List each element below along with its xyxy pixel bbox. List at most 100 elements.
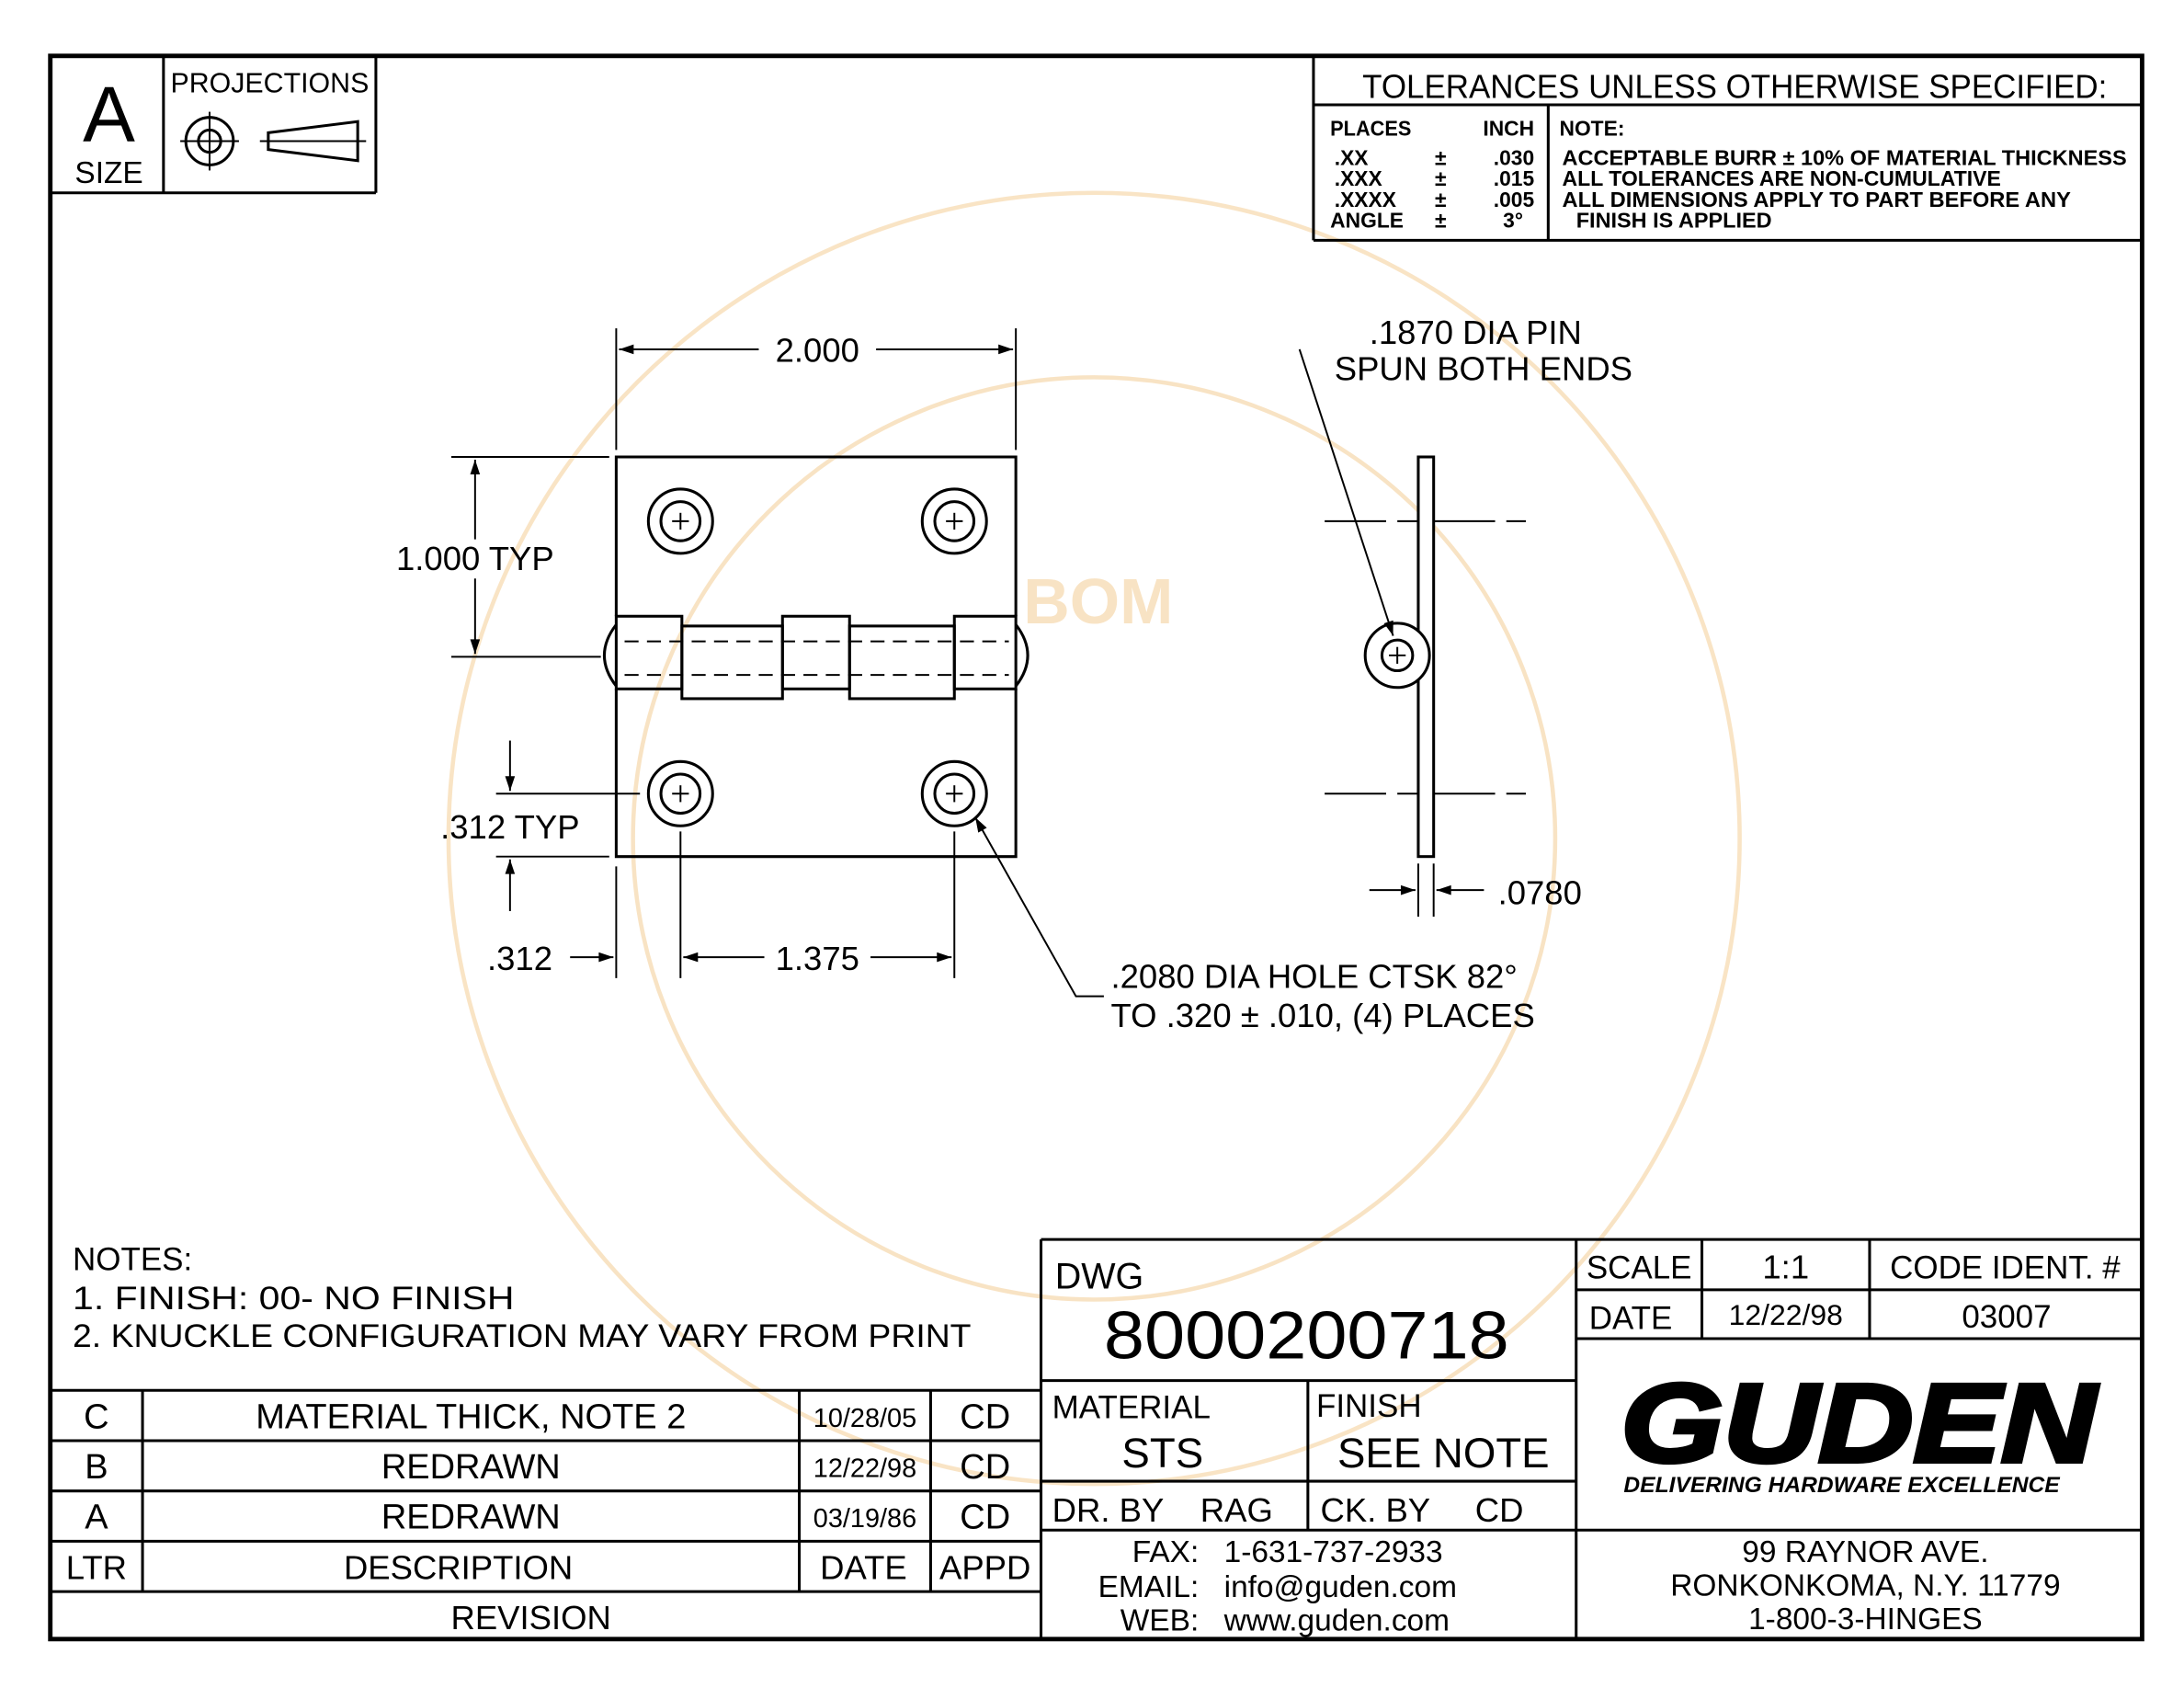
tolerance-note: ALL TOLERANCES ARE NON-CUMULATIVE <box>1563 166 2001 190</box>
date-value: 12/22/98 <box>1729 1298 1843 1331</box>
border-frame <box>48 53 2144 1642</box>
size-label: SIZE <box>74 156 142 190</box>
dimension-text: .312 TYP <box>440 808 579 846</box>
revision-header-date: DATE <box>820 1548 907 1586</box>
dimension-hole-spacing: .312 1.375 <box>487 831 956 978</box>
countersunk-hole <box>646 487 714 555</box>
notes: NOTES: 1. FINISH: 00- NO FINISH 2. KNUCK… <box>73 1242 971 1355</box>
drawn-by-label: DR. BY <box>1052 1491 1165 1529</box>
projections-label: PROJECTIONS <box>170 67 369 98</box>
scale-value: 1:1 <box>1762 1249 1809 1286</box>
contact-label: FAX: <box>1132 1535 1199 1569</box>
note-item: 1. FINISH: 00- NO FINISH <box>73 1281 514 1317</box>
tolerance-places: .XXXX <box>1335 188 1396 211</box>
callout-text: TO .320 ± .010, (4) PLACES <box>1111 997 1535 1034</box>
revision-date: 12/22/98 <box>813 1454 916 1484</box>
address-line: 99 RAYNOR AVE. <box>1742 1535 1988 1569</box>
inch-header: INCH <box>1483 116 1534 140</box>
knuckle-segment <box>680 624 784 701</box>
hinge-side-view <box>1325 455 1527 859</box>
contact-value: info@guden.com <box>1224 1570 1457 1604</box>
leader-line <box>974 816 1104 998</box>
title-block: DWG 8000200718 SCALE 1:1 CODE IDENT. # D… <box>1039 1237 2143 1639</box>
company-logo: GUDEN DELIVERING HARDWARE EXCELLENCE <box>1619 1359 2100 1499</box>
revision-description: MATERIAL THICK, NOTE 2 <box>256 1397 686 1436</box>
callout-text: .1870 DIA PIN <box>1370 314 1582 351</box>
finish-label: FINISH <box>1316 1388 1422 1424</box>
contact-label: WEB: <box>1120 1604 1199 1638</box>
pin-profile <box>1380 638 1415 673</box>
tolerance-note: FINISH IS APPLIED <box>1576 209 1772 233</box>
projection-cone-icon <box>259 120 367 163</box>
dimension-text: .0780 <box>1498 873 1582 911</box>
countersunk-hole <box>646 759 714 827</box>
dwg-number: 8000200718 <box>1104 1298 1509 1373</box>
watermark-outer-ring <box>446 190 1742 1487</box>
callout-text: .2080 DIA HOLE CTSK 82° <box>1111 958 1518 996</box>
revision-date: 03/19/86 <box>813 1504 916 1534</box>
revision-header-ltr: LTR <box>66 1548 127 1586</box>
revision-approver: CD <box>960 1499 1010 1537</box>
revision-title: REVISION <box>451 1599 611 1637</box>
material-label: MATERIAL <box>1052 1390 1211 1426</box>
code-ident-value: 03007 <box>1962 1299 2051 1335</box>
size-letter: A <box>83 72 135 159</box>
watermark-badge: BOM <box>1023 565 1173 637</box>
dimension-overall-width: 2.000 <box>615 328 1018 451</box>
dimension-thickness: .0780 <box>1369 863 1582 918</box>
revision-approver: CD <box>960 1397 1010 1436</box>
dimension-text: 1.375 <box>776 940 859 977</box>
contact-label: EMAIL: <box>1098 1570 1200 1604</box>
date-label: DATE <box>1589 1300 1673 1336</box>
projection-circle-icon <box>180 111 239 171</box>
pin-end-right <box>1014 623 1029 688</box>
watermark-inner-ring <box>631 375 1558 1302</box>
contact-value: 1-631-737-2933 <box>1224 1535 1443 1569</box>
tolerance-value: .005 <box>1494 188 1535 211</box>
dimension-leaf-height: 1.000 TYP <box>396 456 609 658</box>
logo-wordmark: GUDEN <box>1621 1361 2098 1486</box>
notes-title: NOTES: <box>73 1242 192 1278</box>
dimension-text: .312 <box>487 940 552 977</box>
size-block: A SIZE PROJECTIONS <box>50 55 378 195</box>
tolerances-block: TOLERANCES UNLESS OTHERWISE SPECIFIED: P… <box>1312 55 2143 242</box>
revision-description: REDRAWN <box>381 1448 561 1487</box>
tolerance-sign: ± <box>1435 209 1447 233</box>
hole-callout: .2080 DIA HOLE CTSK 82° TO .320 ± .010, … <box>974 816 1535 1034</box>
places-header: PLACES <box>1330 116 1411 140</box>
revision-date: 10/28/05 <box>813 1404 916 1433</box>
tolerances-title: TOLERANCES UNLESS OTHERWISE SPECIFIED: <box>1362 67 2107 105</box>
tolerance-value: .030 <box>1494 145 1534 169</box>
knuckle-segment <box>780 614 851 690</box>
revision-letter: C <box>84 1397 108 1436</box>
tolerance-sign: ± <box>1435 188 1447 211</box>
code-ident-label: CODE IDENT. # <box>1890 1250 2121 1286</box>
top-leaf-outline <box>614 455 1018 617</box>
tolerance-value: .015 <box>1494 166 1535 190</box>
pin-callout: .1870 DIA PIN SPUN BOTH ENDS <box>1298 314 1632 636</box>
tolerance-note: ALL DIMENSIONS APPLY TO PART BEFORE ANY <box>1563 188 2071 211</box>
leader-line <box>1298 348 1394 636</box>
tolerance-places: .XX <box>1335 145 1369 169</box>
dwg-label: DWG <box>1055 1256 1144 1296</box>
address-line: RONKONKOMA, N.Y. 11779 <box>1670 1569 2060 1603</box>
dimension-text: 1.000 TYP <box>396 540 554 577</box>
revision-header-appd: APPD <box>939 1548 1030 1586</box>
revision-letter: B <box>85 1448 108 1487</box>
tolerance-sign: ± <box>1435 145 1447 169</box>
dimension-hole-edge-vertical: .312 TYP <box>440 740 641 911</box>
checked-by-label: CK. BY <box>1321 1491 1431 1529</box>
pin-end-left <box>603 623 618 688</box>
callout-text: SPUN BOTH ENDS <box>1335 349 1632 387</box>
logo-tagline: DELIVERING HARDWARE EXCELLENCE <box>1623 1473 2060 1498</box>
tolerance-places: ANGLE <box>1330 209 1404 233</box>
tolerance-note: ACCEPTABLE BURR ± 10% OF MATERIAL THICKN… <box>1563 145 2127 169</box>
revision-approver: CD <box>960 1448 1010 1487</box>
finish-value: SEE NOTE <box>1337 1430 1550 1477</box>
knuckle-segment <box>952 614 1018 690</box>
tolerance-sign: ± <box>1435 166 1447 190</box>
knuckle-segment <box>847 624 956 701</box>
hinge-front-view <box>603 455 1029 859</box>
countersunk-hole <box>920 759 988 827</box>
scale-label: SCALE <box>1587 1250 1692 1286</box>
